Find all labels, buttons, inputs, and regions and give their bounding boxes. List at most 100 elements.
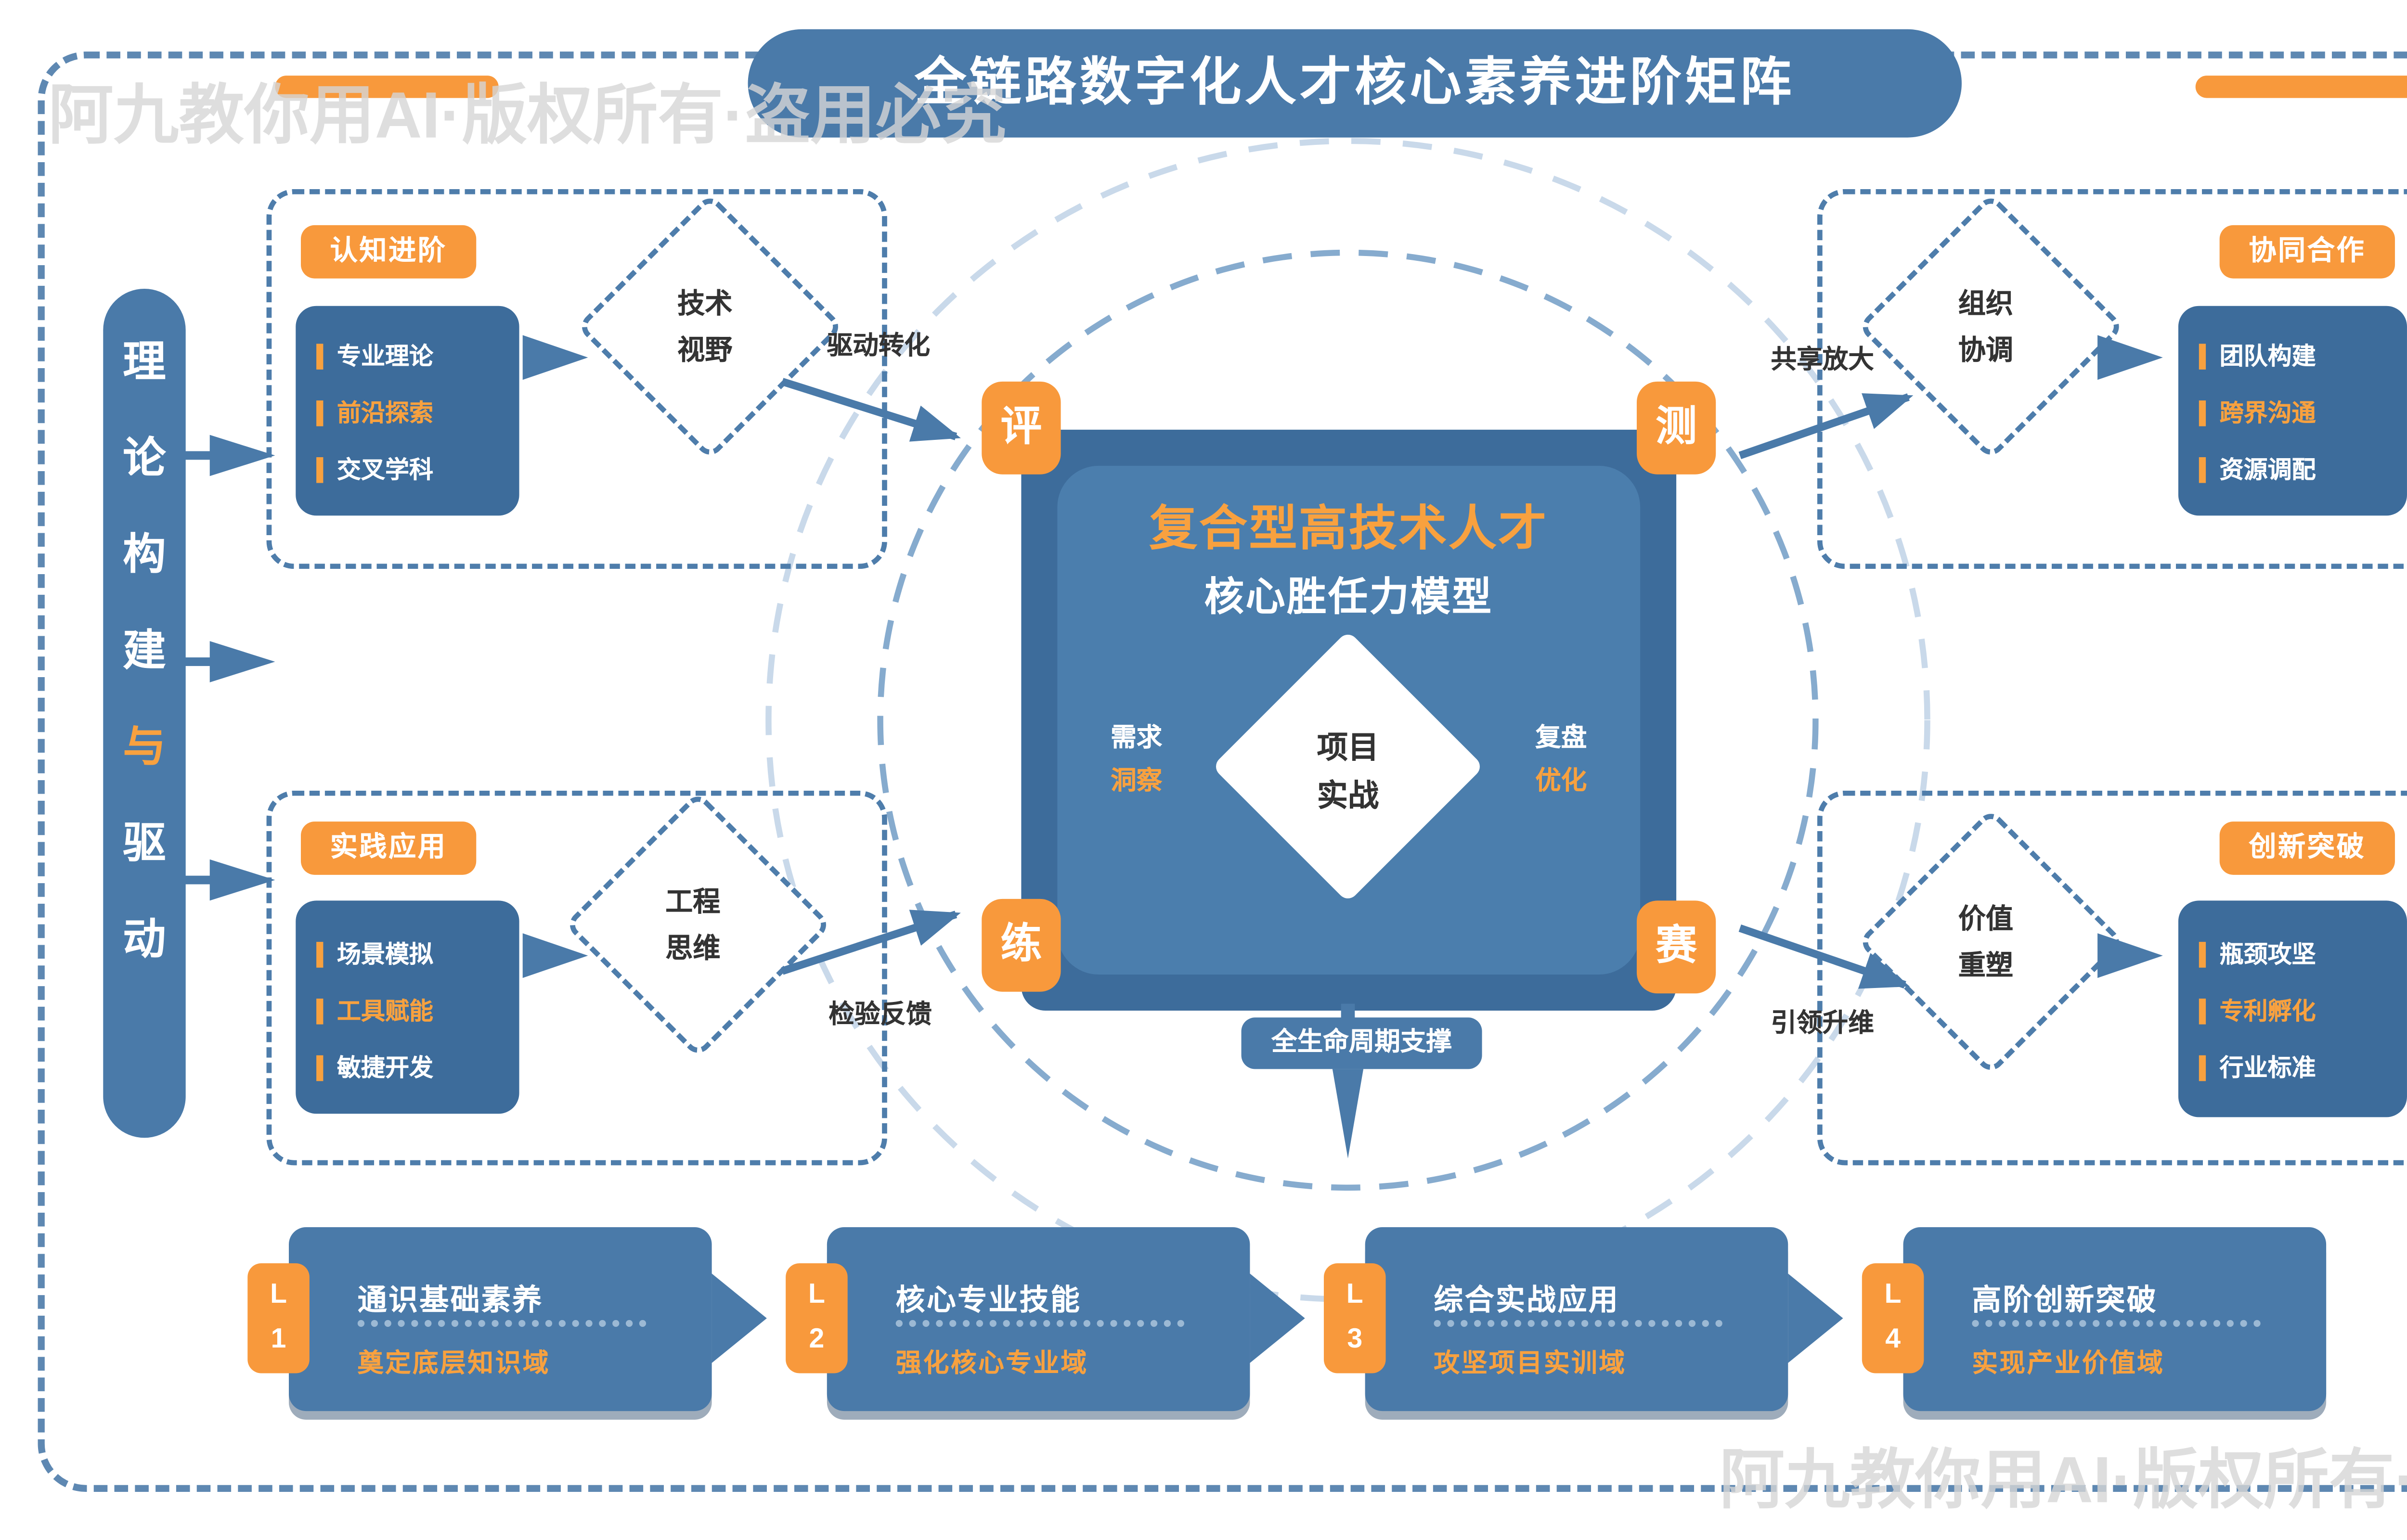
level-title: 高阶创新突破 — [1972, 1283, 2158, 1317]
level-divider — [895, 1320, 1185, 1327]
item-label: 团队构建 — [2219, 342, 2316, 370]
quadrant-box-practice — [266, 790, 887, 1166]
item-label-accent: 跨界沟通 — [2219, 398, 2316, 426]
bullet-bar — [316, 456, 324, 482]
item-label: 敏捷开发 — [336, 1053, 433, 1081]
page-title: 全链路数字化人才核心素养进阶矩阵 — [748, 29, 1962, 138]
item-label: 场景模拟 — [336, 940, 433, 968]
diamond-label: 工程 — [665, 888, 721, 918]
item-box-cognition — [296, 306, 519, 516]
item-box-collaboration — [2178, 306, 2407, 516]
tag-collaboration: 协同合作 — [2219, 225, 2395, 279]
left-bar-char: 论 — [123, 435, 166, 483]
list-item: 敏捷开发 — [316, 1050, 433, 1084]
list-item: 团队构建 — [2199, 339, 2316, 373]
diamond-label: 组织 — [1958, 290, 2014, 320]
center-diamond-label: 实战 — [1317, 778, 1379, 813]
level-tag-number: 4 — [1885, 1324, 1901, 1354]
list-item: 跨界沟通 — [2199, 395, 2316, 429]
item-label: 瓶颈攻坚 — [2219, 940, 2316, 968]
diamond-label: 重塑 — [1958, 952, 2014, 982]
diamond-label: 价值 — [1958, 906, 2014, 935]
list-item: 场景模拟 — [316, 937, 433, 971]
list-item: 专利孵化 — [2199, 993, 2316, 1027]
level-tag-number: 1 — [271, 1324, 286, 1354]
center-title-accent: 复合型高技术人才 — [1149, 501, 1549, 555]
level-title: 通识基础素养 — [357, 1283, 544, 1317]
item-box-innovation — [2178, 900, 2407, 1117]
flow-label-lead: 引领升维 — [1771, 1009, 1874, 1039]
left-bar-char: 构 — [123, 531, 166, 579]
level-tag-number: 2 — [809, 1324, 825, 1354]
flow-label-share: 共享放大 — [1771, 345, 1874, 375]
left-bar-arrow — [209, 641, 275, 682]
tag-practice: 实践应用 — [300, 821, 477, 875]
arrow-practice-to-diamond — [522, 933, 588, 978]
badge-train: 练 — [982, 898, 1061, 992]
center-note: 复盘 — [1535, 723, 1587, 753]
level-divider — [357, 1320, 647, 1327]
flow-label-feedback: 检验反馈 — [828, 1000, 932, 1030]
left-bar-arrow-stem — [182, 875, 213, 885]
left-bar-char: 理 — [123, 338, 166, 387]
left-bar-char: 动 — [123, 916, 166, 964]
level-divider — [1434, 1320, 1723, 1327]
badge-evaluate: 评 — [982, 381, 1061, 475]
right-deco-bar — [2195, 76, 2407, 98]
level-title: 核心专业技能 — [895, 1283, 1082, 1317]
item-label: 行业标准 — [2219, 1053, 2316, 1081]
center-note-accent: 优化 — [1535, 766, 1587, 796]
item-box-practice — [296, 900, 519, 1114]
level-tag-letter: L — [1346, 1280, 1363, 1310]
bullet-bar — [2199, 399, 2206, 425]
badge-test: 测 — [1636, 381, 1716, 475]
level-tag-letter: L — [270, 1280, 287, 1310]
outer-dashed-circle — [765, 138, 1930, 1303]
bullet-bar — [2199, 343, 2206, 369]
quadrant-box-cognition — [266, 189, 887, 569]
item-label: 资源调配 — [2219, 455, 2316, 483]
bullet-bar — [316, 941, 324, 967]
left-bar-char: 驱 — [123, 820, 166, 868]
level-tag-number: 3 — [1347, 1324, 1363, 1354]
center-diamond-label: 项目 — [1317, 730, 1379, 765]
center-note: 需求 — [1111, 723, 1163, 753]
list-item: 前沿探索 — [316, 395, 433, 429]
tag-cognition: 认知进阶 — [300, 225, 477, 279]
level-subtitle: 强化核心专业域 — [895, 1349, 1088, 1379]
bullet-bar — [2199, 941, 2206, 967]
list-item: 工具赋能 — [316, 993, 433, 1027]
level-box-2 — [827, 1227, 1250, 1412]
bullet-bar — [316, 1054, 324, 1080]
level-title: 综合实战应用 — [1434, 1283, 1620, 1317]
level-tag-letter: L — [1884, 1280, 1902, 1310]
watermark-top-left: 阿九教你用AI·版权所有·盗用必究 — [48, 80, 1007, 153]
arrow-diamond-to-innovation — [2097, 933, 2163, 978]
center-title-main: 核心胜任力模型 — [1204, 574, 1493, 619]
bullet-bar — [2199, 456, 2206, 482]
arrow-cognition-to-diamond — [522, 335, 588, 380]
level-tag-letter: L — [808, 1280, 825, 1310]
support-stem — [1341, 1003, 1355, 1021]
tag-innovation: 创新突破 — [2219, 821, 2395, 875]
left-deco-bar — [275, 76, 499, 98]
left-theme-bar — [103, 288, 186, 1138]
list-item: 瓶颈攻坚 — [2199, 937, 2316, 971]
level-subtitle: 攻坚项目实训域 — [1434, 1349, 1627, 1379]
item-label-accent: 专利孵化 — [2219, 997, 2316, 1025]
diamond-label: 思维 — [665, 935, 721, 964]
level-arrow-2-3 — [1250, 1273, 1305, 1363]
level-arrow-1-2 — [712, 1273, 767, 1363]
left-bar-char: 建 — [123, 627, 166, 676]
quadrant-box-innovation — [1817, 790, 2407, 1166]
item-label-accent: 工具赋能 — [336, 997, 433, 1025]
lifecycle-support-label: 全生命周期支撑 — [1241, 1017, 1482, 1069]
list-item: 专业理论 — [316, 339, 433, 373]
level-subtitle: 实现产业价值域 — [1972, 1349, 2165, 1379]
level-divider — [1972, 1320, 2261, 1327]
support-down-spike — [1332, 1069, 1364, 1159]
left-bar-arrow-stem — [182, 451, 213, 460]
